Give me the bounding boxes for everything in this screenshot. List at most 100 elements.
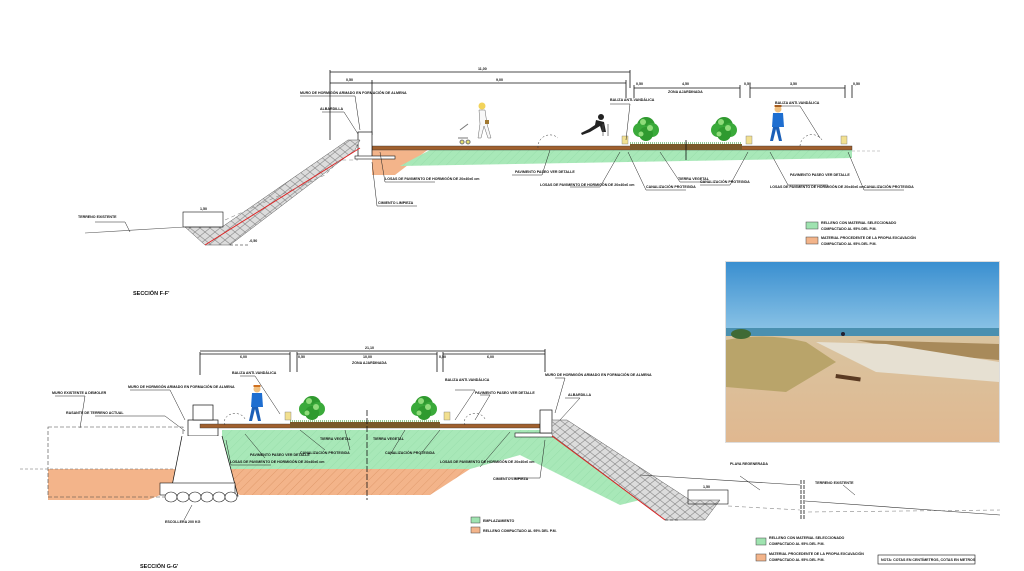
label-muro-g2: MURO DE HORMIGÓN ARMADO EN FORMACIÓN DE … [545, 372, 652, 377]
label-albardilla-g: ALBARDILLA [568, 393, 592, 397]
leader-lines-g [55, 375, 856, 521]
section-g-diagram: 21,10 6,00 0,50 10,00 0,50 6,00 ZONA AJA… [20, 346, 1001, 570]
dim-left: 0,50 [346, 78, 353, 82]
label-baliza-1: BALIZA ANTI-VANDÁLICA [610, 97, 655, 102]
garden-soil-g [290, 422, 440, 428]
label-pavimento-g2: PAVIMENTO PASEO VER DETALLE [475, 391, 535, 395]
fill-green-g [222, 430, 640, 505]
wall-f [357, 131, 373, 159]
legend-text: MATERIAL PROCEDENTE DE LA PROPIA EXCAVAC… [821, 235, 916, 240]
dimension-lines-f [329, 70, 853, 140]
bollard-icon [621, 135, 629, 145]
bollard-icon [443, 411, 451, 421]
label-cimiento: CIMIENTO LIMPIEZA [378, 201, 414, 205]
legend-text: COMPACTADO AL 95% DEL P.M. [769, 542, 824, 546]
label-canal-g2: CANALIZACIÓN PROTEGIDA [385, 450, 435, 455]
bollard-icon [840, 135, 848, 145]
dim-total: 11,00 [478, 67, 487, 71]
legend-text: RELLENO CON MATERIAL SELECCIONADO [821, 221, 897, 225]
section-f-diagram: 11,00 0,50 9,00 0,50 4,50 0,50 3,50 0,50… [78, 67, 916, 297]
label-pavimento-2: PAVIMENTO PASEO VER DETALLE [790, 173, 850, 177]
label-baliza-2: BALIZA ANTI-VANDÁLICA [775, 100, 820, 105]
legend-text: EMPLAZAMIENTO [483, 519, 514, 523]
dim-total-g: 21,10 [365, 346, 374, 350]
label-muro-existente: MURO EXISTENTE A DEMOLER [52, 391, 107, 395]
label-losas-g1: LOSAS DE PAVIMENTO DE HORMIGÓN DE 20x40x… [230, 459, 324, 464]
legend-text: COMPACTADO AL 95% DEL P.M. [821, 242, 876, 246]
label-losas-1: LOSAS DE PAVIMENTO DE HORMIGÓN DE 20x40x… [385, 176, 479, 181]
label-muro: MURO DE HORMIGÓN ARMADO EN FORMACIÓN DE … [300, 90, 407, 95]
dim-berm-g: 1,50 [703, 485, 710, 489]
note-text: NOTA: COTAS EN CENTÍMETROS, COTAS EN MET… [881, 557, 976, 562]
pedestrian-figure [458, 102, 492, 145]
legend-swatch-orange [755, 553, 767, 562]
dim-mid-g: 10,00 [363, 355, 372, 359]
tree-icon [411, 396, 437, 420]
zone-label-g: ZONA AJARDINADA [352, 361, 387, 365]
label-losas-2: LOSAS DE PAVIMENTO DE HORMIGÓN DE 20x40x… [540, 182, 634, 187]
dim-main: 9,00 [496, 78, 503, 82]
label-canal-1: CANALIZACIÓN PROTEGIDA [646, 184, 696, 189]
label-losas-3: LOSAS DE PAVIMENTO DE HORMIGÓN DE 20x40x… [770, 184, 864, 189]
label-muro-g: MURO DE HORMIGÓN ARMADO EN FORMACIÓN DE … [128, 384, 235, 389]
gabion-row [164, 491, 238, 503]
pavement-deck-f [371, 145, 853, 151]
bollard-icon [284, 411, 292, 421]
fill-orange-g [48, 469, 185, 500]
fill-orange-g2 [215, 469, 470, 495]
legend-text: COMPACTADO AL 95% DEL P.M. [769, 558, 824, 562]
playa-line [639, 474, 1001, 516]
label-terreno-g: TERRENO EXISTENTE [815, 481, 854, 485]
label-baliza-g1: BALIZA ANTI-VANDÁLICA [232, 370, 277, 375]
legend-text: RELLENO CON MATERIAL SELECCIONADO [769, 536, 845, 540]
leader-lines-f [95, 95, 904, 233]
legend-swatch-green [805, 221, 819, 230]
label-baliza-g2: BALIZA ANTI-VANDÁLICA [445, 377, 490, 382]
label-pavimento-g1: PAVIMENTO PASEO VER DETALLE [250, 453, 310, 457]
legend-f: RELLENO CON MATERIAL SELECCIONADO COMPAC… [805, 221, 916, 246]
legend-swatch-orange [805, 236, 819, 245]
legend-g-small: EMPLAZAMIENTO RELLENO COMPACTADO AL 95% … [470, 516, 557, 534]
fill-orange-f [372, 148, 430, 175]
dim-zone-right: 3,50 [790, 82, 797, 86]
tree-icon [711, 117, 737, 141]
label-playa: PLAYA REGENERADA [730, 462, 768, 466]
legend-swatch-orange [470, 526, 481, 534]
legend-swatch-green [470, 516, 481, 524]
label-canal-2: CANALIZACIÓN PROTEGIDA [700, 179, 750, 184]
rock-slope-f [184, 139, 361, 246]
bollard-icon [745, 135, 753, 145]
legend-swatch-green [755, 537, 767, 546]
section-f-title: SECCIÓN F-F' [133, 289, 170, 297]
dim-left-g: 6,00 [240, 355, 247, 359]
rock-slope-g [551, 419, 721, 521]
label-tierra-g1: TIERRA VEGETAL [320, 437, 352, 441]
seated-figure [581, 114, 609, 136]
dim-berm-f: 1,50 [200, 207, 207, 211]
worker-figure [249, 385, 263, 421]
dim-zone-a: 0,50 [636, 82, 643, 86]
tree-icon [633, 117, 659, 141]
site-photo-image [726, 262, 999, 442]
label-cimiento-g: CIMIENTO LIMPIEZA [493, 477, 529, 481]
dim-zone-mid: 4,50 [682, 82, 689, 86]
dim-depth-f: -0,50 [249, 239, 257, 243]
legend-text: MATERIAL PROCEDENTE DE LA PROPIA EXCAVAC… [769, 551, 864, 556]
label-terreno: TERRENO EXISTENTE [78, 215, 117, 219]
section-g-title: SECCIÓN G-G' [140, 562, 179, 570]
note-box: NOTA: COTAS EN CENTÍMETROS, COTAS EN MET… [877, 554, 976, 565]
label-tierra-g2: TIERRA VEGETAL [373, 437, 405, 441]
zone-label: ZONA AJARDINADA [668, 90, 703, 94]
dim-zone-b: 0,50 [744, 82, 751, 86]
dim-right-g: 6,00 [487, 355, 494, 359]
dimension-lines-g [199, 349, 546, 375]
legend-text: RELLENO COMPACTADO AL 95% DEL P.M. [483, 529, 557, 533]
dim-b-g: 0,50 [439, 355, 446, 359]
legend-text: COMPACTADO AL 95% DEL P.M. [821, 227, 876, 231]
label-albardilla: ALBARDILLA [320, 107, 344, 111]
label-canal-3: CANALIZACIÓN PROTEGIDA [864, 184, 914, 189]
fill-green-f [400, 150, 852, 166]
label-escollera-g: ESCOLLERA 200 KG [165, 520, 201, 524]
dim-a-g: 0,50 [298, 355, 305, 359]
